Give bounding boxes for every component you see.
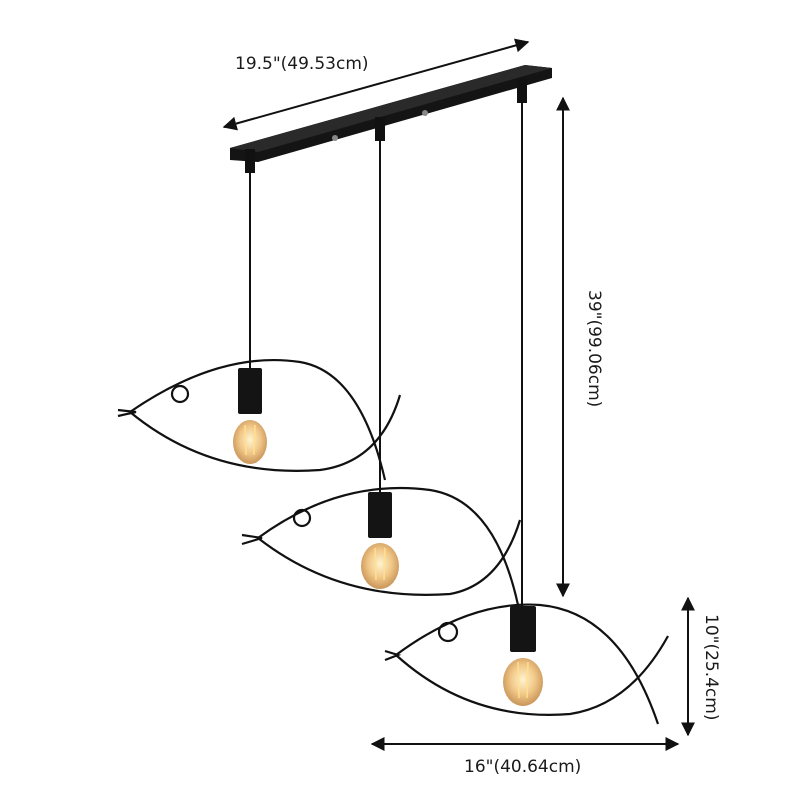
- label-canopy-length: 19.5"(49.53cm): [235, 54, 369, 74]
- socket-2: [361, 492, 399, 589]
- socket-1: [233, 368, 267, 464]
- label-shade-height: 10"(25.4cm): [701, 614, 721, 721]
- dim-line-canopy: [222, 38, 530, 131]
- fish-shade-2: [241, 486, 522, 606]
- fish-shade-1: [117, 358, 402, 481]
- label-shade-width: 16"(40.64cm): [464, 757, 582, 777]
- fish-shade-3: [384, 603, 669, 725]
- label-overall-height: 39"(99.06cm): [584, 290, 604, 408]
- socket-3: [503, 606, 543, 706]
